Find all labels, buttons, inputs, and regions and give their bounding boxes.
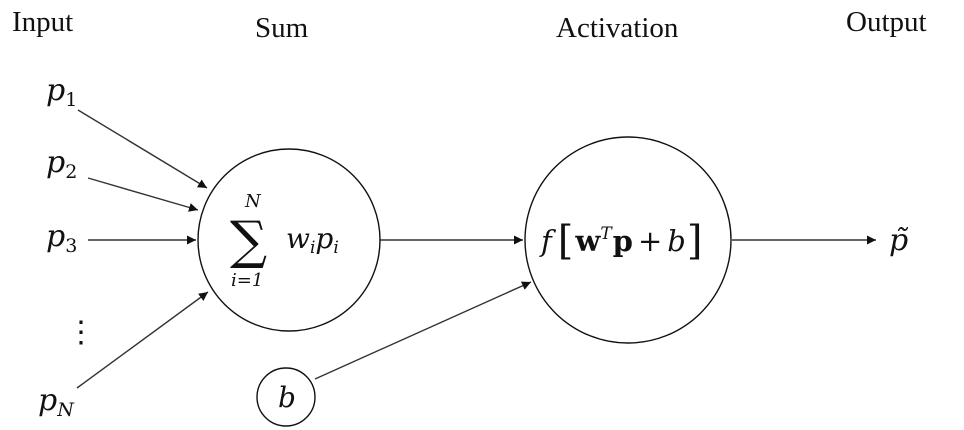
input-pN-label: pN [38, 383, 75, 421]
heading-sum: Sum [255, 12, 309, 44]
arrow-pN-to-sum [76, 291, 209, 389]
arrow-bias-to-activation [314, 281, 532, 380]
arrow-p2-to-sum [87, 177, 199, 212]
bias-label: b [278, 381, 296, 414]
sigma-symbol: ∑ [230, 211, 267, 271]
sum-node [197, 148, 381, 332]
input-ellipsis: ⋮ [66, 315, 96, 350]
sum-upper-limit: N [244, 191, 262, 212]
input-p1-label: p1 [46, 73, 77, 111]
heading-output: Output [846, 6, 927, 38]
bias-node [256, 367, 316, 427]
sum-lower-limit: i=1 [231, 270, 263, 291]
heading-activation: Activation [556, 12, 679, 44]
output-label: p̃ [889, 223, 909, 258]
activation-node [524, 136, 732, 344]
input-p3-label: p3 [46, 219, 77, 257]
input-p2-label: p2 [46, 145, 77, 183]
sum-term: wipi [286, 222, 339, 258]
activation-formula: f[wTp+b] [539, 218, 702, 264]
arrow-p1-to-sum [77, 109, 208, 189]
heading-input: Input [12, 6, 74, 38]
